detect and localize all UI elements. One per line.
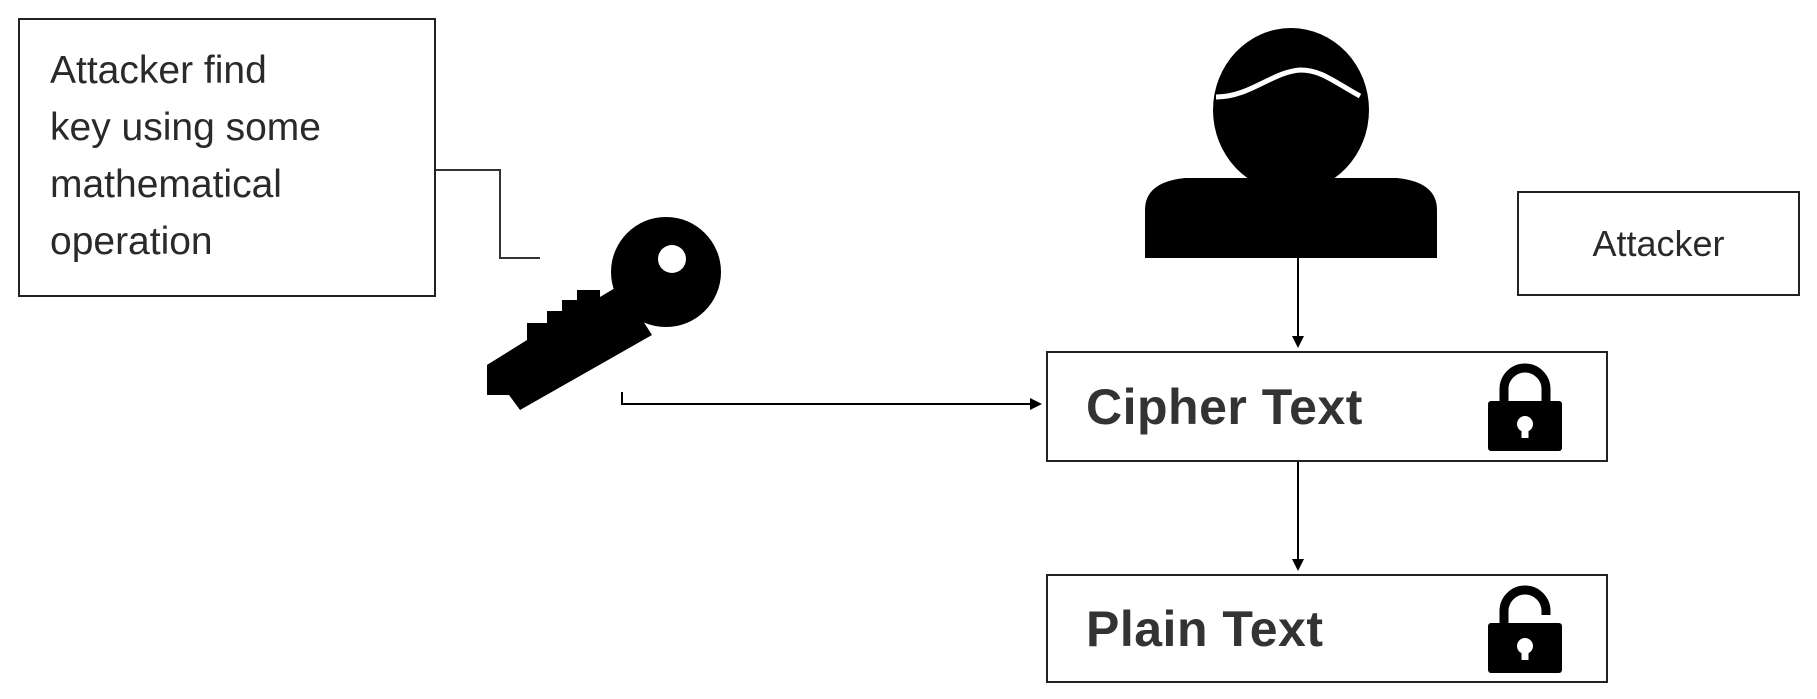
cipher-text-label: Cipher Text [1086, 378, 1363, 435]
unlocked-padlock-icon [1488, 585, 1562, 673]
key-to-cipher-arrow [621, 392, 1042, 410]
attacker-label: Attacker [1592, 222, 1725, 264]
key-icon [487, 217, 721, 410]
plain-text-label: Plain Text [1086, 600, 1324, 657]
note-box: Attacker find key using some mathematica… [18, 18, 436, 297]
note-connector [436, 169, 540, 259]
plain-text-box: Plain Text [1046, 574, 1608, 683]
note-text: Attacker find key using some mathematica… [50, 49, 321, 263]
attacker-box: Attacker [1517, 191, 1800, 296]
person-icon [1145, 28, 1437, 258]
locked-padlock-icon [1488, 363, 1562, 451]
cipher-text-box: Cipher Text [1046, 351, 1608, 462]
